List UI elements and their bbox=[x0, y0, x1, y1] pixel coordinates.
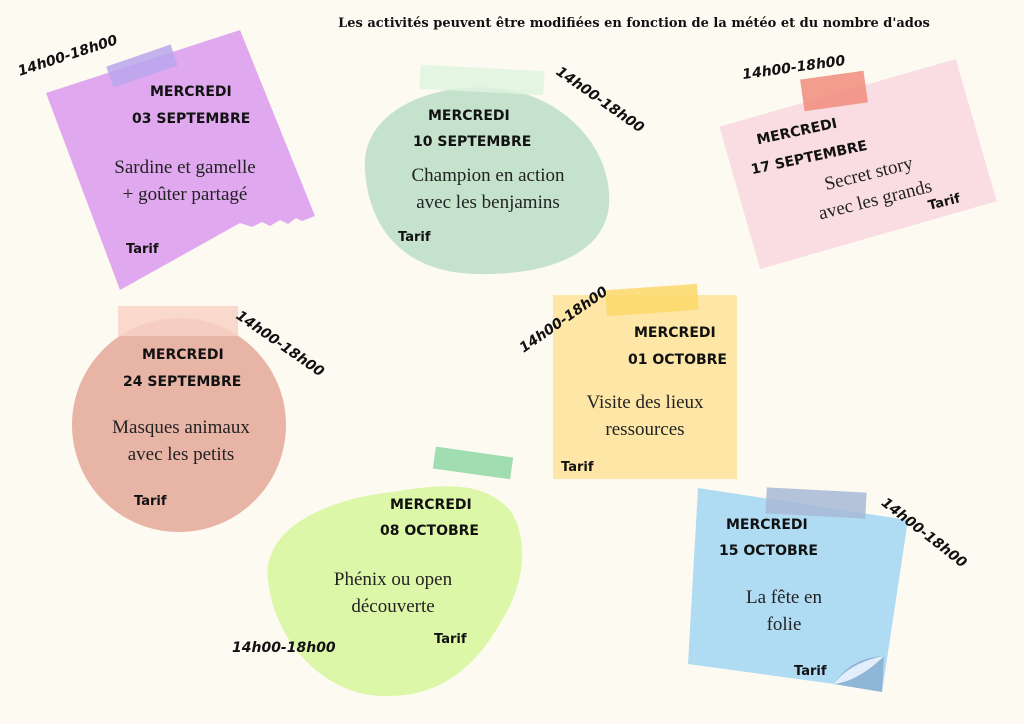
weekday-label: MERCREDI bbox=[142, 347, 224, 363]
time-label: 14h00-18h00 bbox=[232, 640, 336, 656]
date-label: 10 SEPTEMBRE bbox=[413, 134, 532, 150]
activity-title: Champion en action avec les benjamins bbox=[411, 165, 565, 213]
tape-strip bbox=[765, 487, 867, 519]
weekday-label: MERCREDI bbox=[634, 325, 716, 341]
weekday-label: MERCREDI bbox=[726, 517, 808, 533]
date-label: 15 OCTOBRE bbox=[719, 543, 818, 559]
activity-title: Visite des lieux ressources bbox=[586, 392, 704, 440]
tape-strip bbox=[118, 306, 238, 336]
date-label: 08 OCTOBRE bbox=[380, 523, 479, 539]
tarif-label: Tarif bbox=[434, 632, 467, 647]
activity-title: Masques animaux avec les petits bbox=[112, 417, 250, 465]
tarif-label: Tarif bbox=[126, 242, 159, 257]
date-label: 01 OCTOBRE bbox=[628, 352, 727, 368]
weekday-label: MERCREDI bbox=[390, 497, 472, 513]
page-header: Les activités peuvent être modifiées en … bbox=[338, 16, 930, 31]
blob-shape bbox=[267, 486, 523, 697]
sticky-note-shape bbox=[688, 488, 908, 692]
activity-title: Sardine et gamelle + goûter partagé bbox=[114, 157, 256, 205]
circle-shape bbox=[72, 318, 286, 532]
tarif-label: Tarif bbox=[561, 460, 594, 475]
activity-title: Phénix ou open découverte bbox=[333, 569, 453, 617]
weekday-label: MERCREDI bbox=[428, 108, 510, 124]
date-label: 24 SEPTEMBRE bbox=[123, 374, 242, 390]
blob-shape bbox=[364, 87, 610, 275]
tarif-label: Tarif bbox=[794, 664, 827, 679]
weekday-label: MERCREDI bbox=[150, 84, 232, 100]
sticky-note-shape bbox=[553, 295, 737, 479]
activity-title: La fête en folie bbox=[746, 587, 822, 635]
tarif-label: Tarif bbox=[398, 230, 431, 245]
tarif-label: Tarif bbox=[134, 494, 167, 509]
date-label: 03 SEPTEMBRE bbox=[132, 111, 251, 127]
sticky-note-shape bbox=[46, 30, 315, 290]
